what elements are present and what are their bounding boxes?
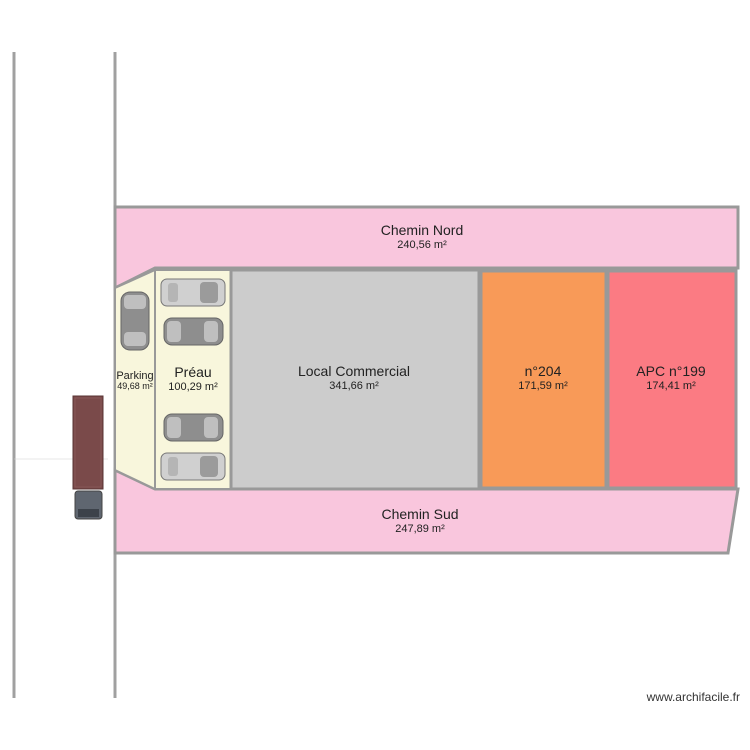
n204-area: 171,59 m²: [518, 380, 568, 392]
car-4: [160, 452, 226, 481]
watermark: www.archifacile.fr: [646, 690, 740, 704]
room-apc199[interactable]: [606, 269, 738, 490]
room-n204[interactable]: [479, 269, 608, 490]
apc199-name: APC n°199: [636, 363, 706, 379]
preau-name: Préau: [174, 364, 211, 380]
truck: [72, 395, 104, 520]
car-2: [163, 317, 224, 346]
chemin-nord-name: Chemin Nord: [381, 222, 463, 238]
parking-name: Parking: [116, 370, 153, 382]
local-commercial-name: Local Commercial: [298, 363, 410, 379]
apc199-area: 174,41 m²: [646, 380, 696, 392]
car-parking: [120, 291, 150, 351]
chemin-sud-area: 247,89 m²: [395, 523, 445, 535]
room-chemin-nord[interactable]: [113, 205, 740, 291]
chemin-nord-area: 240,56 m²: [397, 239, 447, 251]
parking-area: 49,68 m²: [117, 381, 153, 391]
car-1: [160, 278, 226, 307]
chemin-sud-name: Chemin Sud: [381, 506, 458, 522]
n204-name: n°204: [525, 363, 562, 379]
local-commercial-area: 341,66 m²: [329, 380, 379, 392]
room-local-commercial[interactable]: [229, 268, 481, 491]
car-3: [163, 413, 224, 442]
preau-area: 100,29 m²: [168, 381, 218, 393]
